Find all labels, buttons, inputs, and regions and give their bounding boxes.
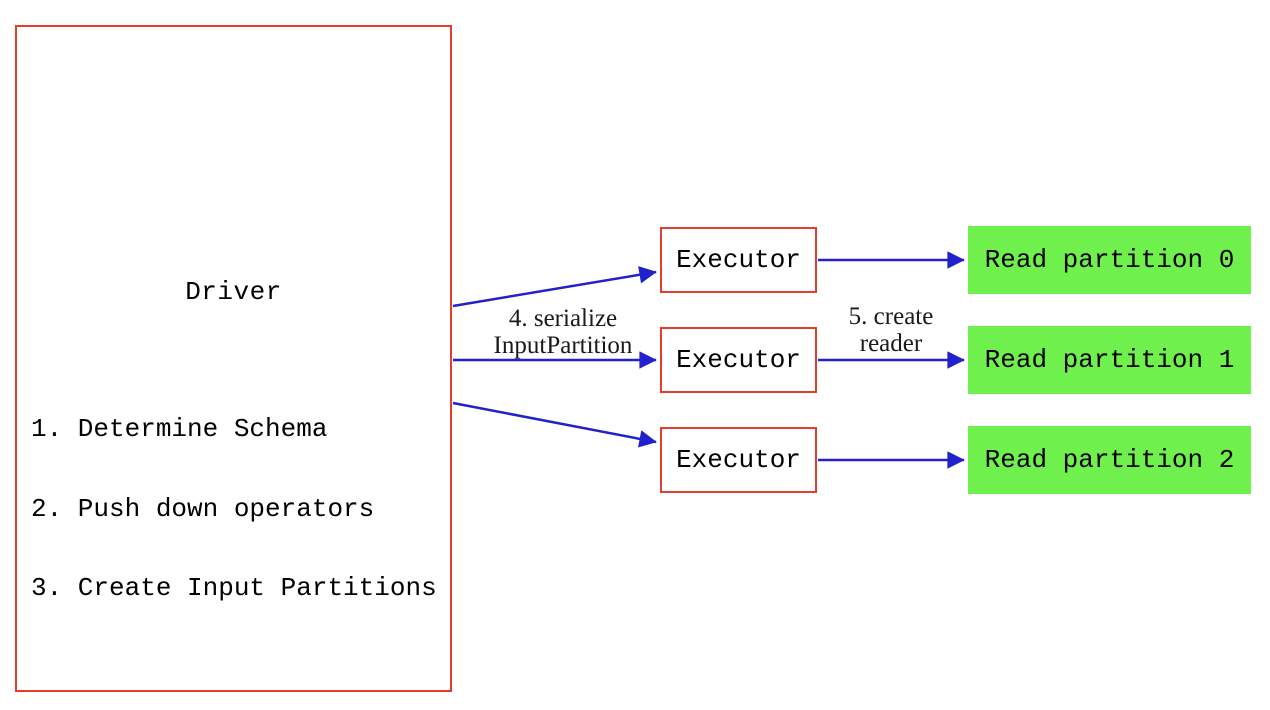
executor-1-label: Executor [676,245,801,275]
annotation-serialize-line1: 4. serialize [508,305,618,332]
driver-step-2: 2. Push down operators [31,493,375,524]
read-partition-1-box: Read partition 1 [968,326,1251,394]
read-partition-2-label: Read partition 2 [984,445,1235,475]
arrow-driver-to-executor-1 [452,266,657,308]
annotation-serialize-line2: InputPartition [493,332,633,359]
executor-3-label: Executor [676,445,801,475]
read-partition-0-label: Read partition 0 [984,245,1235,275]
read-partition-2-box: Read partition 2 [968,426,1251,494]
driver-step-3: 3. Create Input Partitions [31,573,437,603]
driver-step-1: 1. Determine Schema [31,414,328,444]
annotation-serialize-inputpartition: 4. serialize InputPartition [453,305,673,359]
executor-box-3: Executor [660,427,817,493]
arrow-driver-to-executor-3 [452,401,657,448]
annotation-create-reader: 5. create reader [816,303,966,357]
executor-box-2: Executor [660,327,817,393]
driver-title: Driver [185,277,282,307]
read-partition-1-label: Read partition 1 [984,345,1235,375]
annotation-create-reader-line1: 5. create [848,303,934,330]
driver-box: Driver 1. Determine Schema 2. Push down … [15,25,452,692]
driver-steps-list: 1. Determine Schema 2. Push down operato… [31,363,437,655]
executor-box-1: Executor [660,227,817,293]
read-partition-0-box: Read partition 0 [968,226,1251,294]
executor-2-label: Executor [676,345,801,375]
annotation-create-reader-line2: reader [859,330,923,357]
